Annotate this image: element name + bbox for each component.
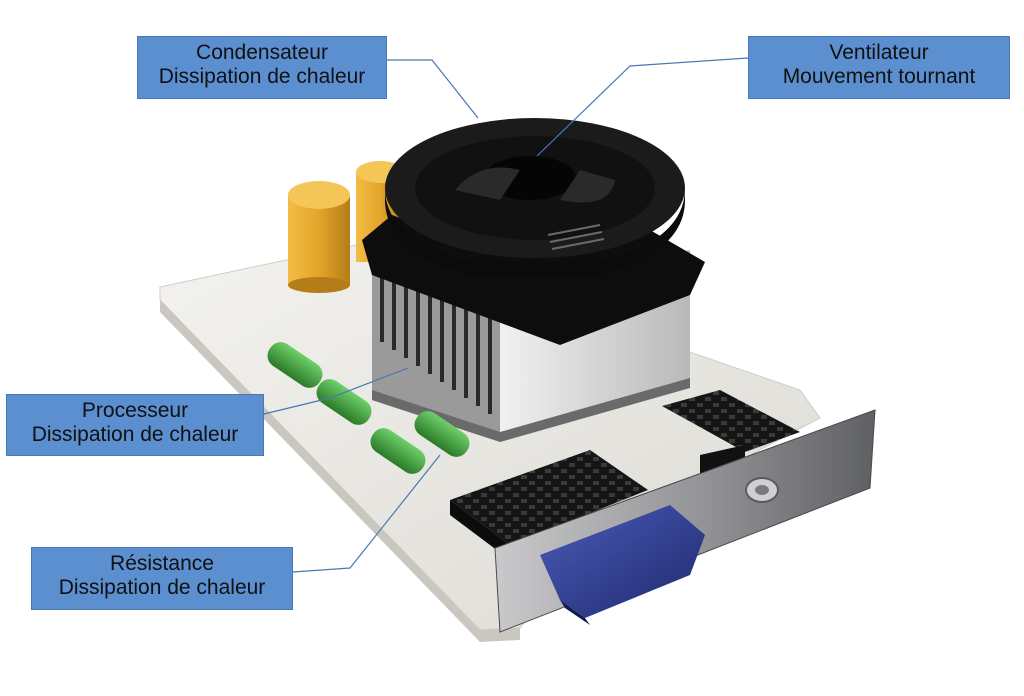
fan-grille: [547, 224, 605, 250]
label-processeur: Processeur Dissipation de chaleur: [6, 394, 264, 456]
vga-plug: [540, 505, 705, 625]
label-ventilateur-subtitle: Mouvement tournant: [782, 65, 976, 88]
leader-line-resistance: [292, 454, 441, 573]
capacitor-left: [288, 181, 350, 293]
leader-lines: [263, 57, 749, 573]
fan: [362, 118, 705, 345]
label-resistance: Résistance Dissipation de chaleur: [31, 547, 293, 610]
label-resistance-title: Résistance: [110, 552, 214, 575]
label-resistance-subtitle: Dissipation de chaleur: [58, 576, 266, 599]
large-connector: [450, 450, 648, 560]
label-ventilateur-title: Ventilateur: [829, 41, 929, 64]
green-components: [267, 342, 470, 474]
leader-line-ventilateur: [536, 57, 749, 157]
leader-line-condensateur: [387, 59, 479, 119]
label-condensateur-title: Condensateur: [196, 41, 328, 64]
label-ventilateur: Ventilateur Mouvement tournant: [748, 36, 1010, 99]
leader-line-processeur: [263, 367, 409, 415]
label-processeur-subtitle: Dissipation de chaleur: [31, 423, 239, 446]
label-processeur-title: Processeur: [81, 399, 189, 422]
label-condensateur-subtitle: Dissipation de chaleur: [158, 65, 366, 88]
heatsink-fins: [380, 272, 492, 414]
label-condensateur: Condensateur Dissipation de chaleur: [137, 36, 387, 99]
